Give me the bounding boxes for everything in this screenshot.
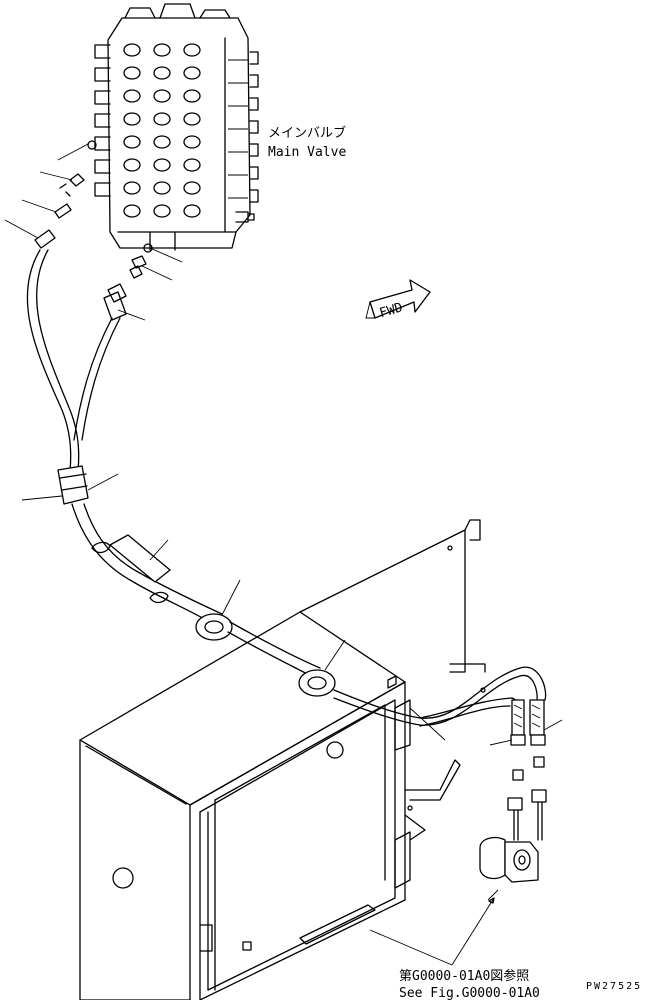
fwd-arrow: FWD <box>365 279 431 321</box>
main-valve-label-jp: メインバルブ <box>268 125 346 141</box>
valve-fittings-bottom <box>103 243 183 321</box>
valve-fittings-left <box>4 140 97 249</box>
hydraulic-hose <box>21 249 547 727</box>
control-box <box>79 611 461 1000</box>
main-valve-label-en: Main Valve <box>268 145 346 160</box>
pressure-sensor-assembly <box>369 699 563 966</box>
reference-note-jp: 第G0000-01A0図参照 <box>399 968 529 984</box>
main-valve <box>94 3 259 251</box>
drawing-code: PW27525 <box>586 981 642 992</box>
reference-note-en: See Fig.G0000-01A0 <box>399 986 540 1000</box>
bracket-plate <box>299 519 486 693</box>
fwd-label: FWD <box>378 300 405 321</box>
